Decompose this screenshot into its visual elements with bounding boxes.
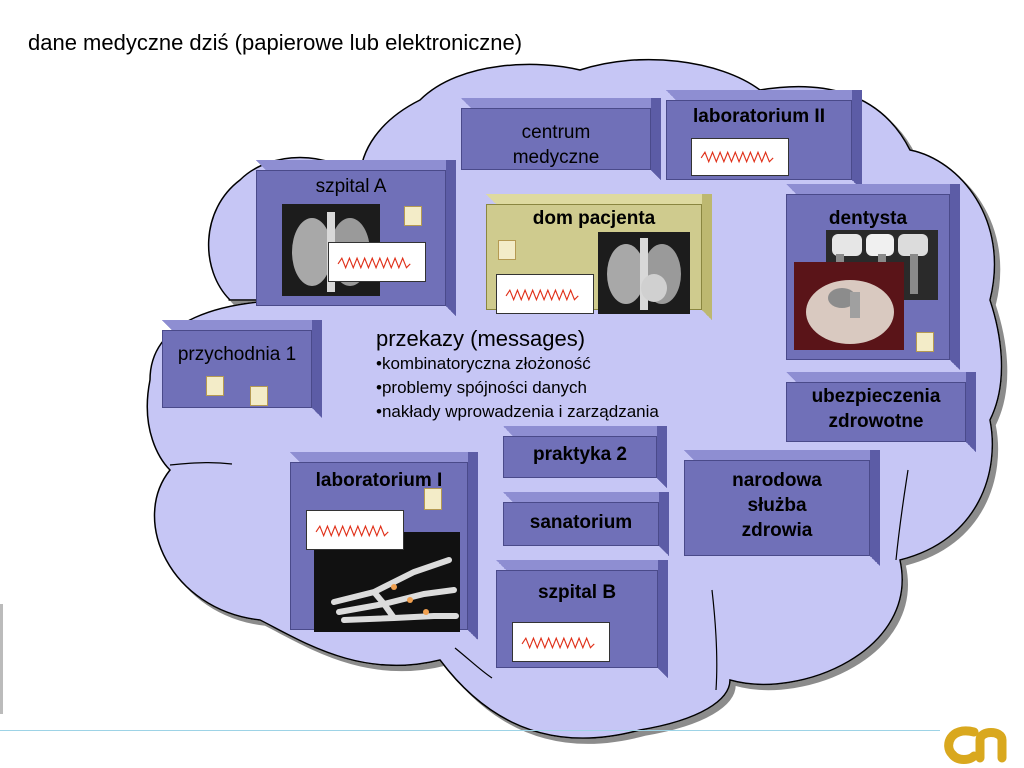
messages-item: •nakłady wprowadzenia i zarządzania	[376, 402, 659, 421]
node-label: narodowa służba zdrowia	[732, 470, 822, 542]
slide-title: dane medyczne dziś (papierowe lub elektr…	[28, 30, 523, 55]
node-label: dentysta	[828, 208, 908, 229]
node-dentysta: dentysta	[786, 184, 960, 370]
node-label: szpital A	[315, 176, 387, 197]
node-label: laboratorium II	[693, 106, 825, 127]
ecg-wave-icon	[306, 510, 404, 550]
ecg-wave-icon	[328, 242, 426, 282]
node-szpital-b: szpital B	[496, 560, 668, 678]
node-ubezpieczenia-zdrowotne: ubezpieczenia zdrowotne	[786, 372, 976, 452]
document-icon	[498, 240, 516, 260]
node-label: ubezpieczenia zdrowotne	[811, 386, 941, 433]
node-centrum-medyczne: centrum medyczne	[461, 98, 661, 180]
left-accent-bar	[0, 604, 3, 714]
node-label: przychodnia 1	[177, 344, 297, 365]
logo-icon	[944, 726, 1007, 764]
ecg-wave-icon	[691, 138, 789, 176]
node-laboratorium-ii: laboratorium II	[666, 90, 862, 190]
node-label: dom pacjenta	[532, 208, 656, 229]
node-laboratorium-i: laboratorium I	[290, 452, 478, 640]
document-icon	[206, 376, 224, 396]
messages-block: przekazy (messages) •kombinatoryczna zło…	[376, 326, 659, 424]
node-sanatorium: sanatorium	[503, 492, 669, 556]
tooth-photo-icon	[794, 262, 904, 350]
ecg-wave-icon	[496, 274, 594, 314]
node-dom-pacjenta: dom pacjenta	[486, 194, 712, 320]
messages-title: przekazy (messages)	[376, 326, 586, 351]
messages-item: •kombinatoryczna złożoność	[376, 354, 591, 373]
node-label: szpital B	[537, 582, 617, 603]
node-praktyka-2: praktyka 2	[503, 426, 667, 488]
document-icon	[404, 206, 422, 226]
node-label: centrum medyczne	[512, 122, 600, 169]
ecg-wave-icon	[512, 622, 610, 662]
node-label: sanatorium	[529, 512, 633, 533]
node-szpital-a: szpital A	[256, 160, 456, 316]
node-label: praktyka 2	[532, 444, 627, 465]
document-icon	[916, 332, 934, 352]
node-narodowa-sluzba-zdrowia: narodowa służba zdrowia	[684, 450, 880, 566]
footer-line	[0, 730, 940, 731]
node-label: laboratorium I	[315, 470, 443, 491]
document-icon	[250, 386, 268, 406]
messages-item: •problemy spójności danych	[376, 378, 588, 397]
chart-document-icon	[424, 488, 442, 510]
xray-chest-icon	[598, 232, 690, 314]
node-przychodnia-1: przychodnia 1	[162, 320, 322, 418]
